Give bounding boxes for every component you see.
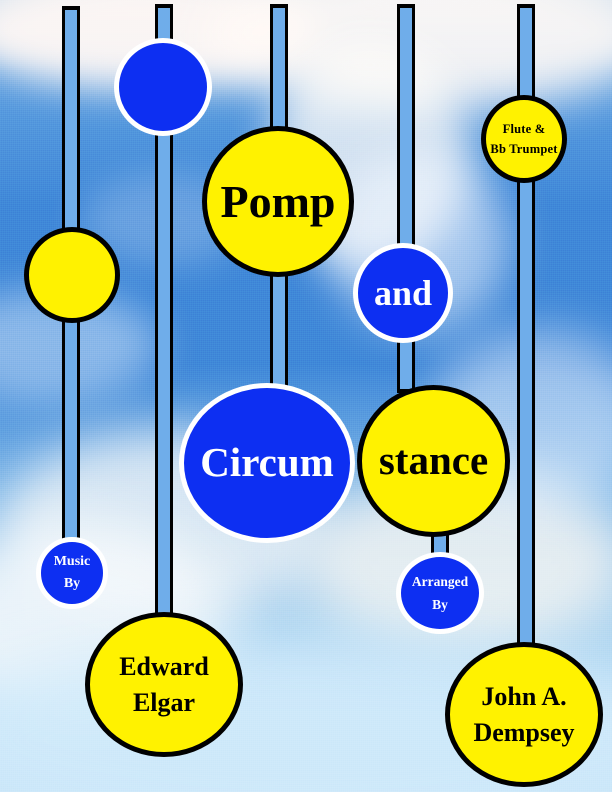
ribbon-segment	[270, 272, 288, 391]
title-balloon-circum: Circum	[179, 383, 355, 543]
ribbon-segment	[62, 6, 80, 235]
instrumentation-balloon: Flute & Bb Trumpet	[481, 95, 567, 183]
ribbon-segment	[155, 4, 173, 44]
arranged-by-line-1: Arranged	[411, 574, 469, 590]
ribbon-segment	[397, 4, 415, 250]
arranger-line-1: John A.	[481, 681, 567, 711]
music-by-line-1: Music	[53, 554, 91, 570]
ribbon-segment	[270, 4, 288, 134]
ribbon-segment	[62, 318, 80, 544]
title-balloon-pomp: Pomp	[202, 126, 354, 277]
title-word-stance: stance	[378, 437, 489, 484]
composer-line-1: Edward	[119, 651, 209, 681]
ribbon-segment	[397, 339, 415, 393]
music-by-line-2: By	[63, 576, 81, 591]
arranger-balloon: John A. Dempsey	[445, 642, 603, 787]
ribbon-segment	[517, 178, 535, 652]
composer-balloon: Edward Elgar	[85, 612, 243, 757]
ribbon-segment	[155, 132, 173, 621]
arranged-by-line-2: By	[432, 596, 448, 612]
title-word-circum: Circum	[200, 439, 334, 486]
music-by-balloon: Music By	[36, 537, 108, 609]
instrumentation-line-2: Bb Trumpet	[490, 142, 558, 156]
decorative-blue-balloon	[114, 38, 212, 136]
composer-line-2: Elgar	[132, 688, 196, 717]
title-word-pomp: Pomp	[220, 175, 336, 227]
title-balloon-stance: stance	[357, 385, 510, 537]
ribbon-segment	[517, 4, 535, 103]
title-word-and: and	[373, 272, 433, 313]
title-balloon-and: and	[353, 243, 453, 343]
instrumentation-line-1: Flute &	[502, 122, 546, 136]
arranged-by-balloon: Arranged By	[396, 552, 484, 634]
arranger-line-2: Dempsey	[473, 718, 575, 747]
decorative-yellow-balloon	[24, 227, 120, 323]
